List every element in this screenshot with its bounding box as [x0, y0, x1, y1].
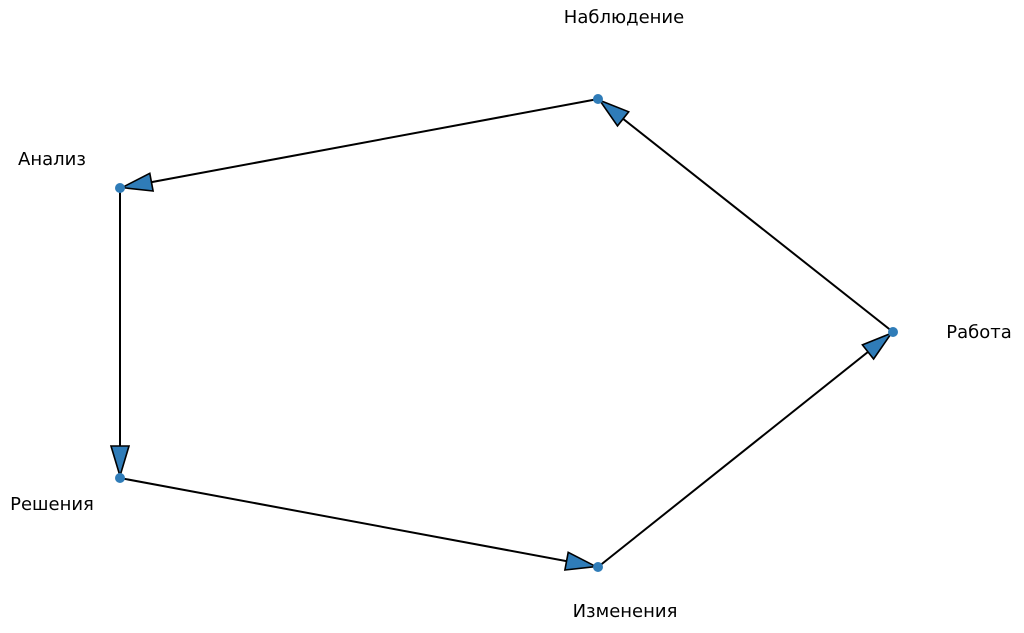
labels-layer: Наблюдение Анализ Решения Изменения Рабо… — [10, 7, 1012, 622]
node-label-work: Работа — [946, 322, 1012, 343]
node-analysis — [115, 183, 125, 193]
arrow-head-work-observation — [597, 98, 630, 128]
edge-work-observation — [597, 98, 894, 333]
arrow-head-decisions-changes — [563, 551, 599, 571]
node-label-changes: Изменения — [573, 601, 678, 622]
node-decisions — [115, 473, 125, 483]
node-changes — [593, 562, 603, 572]
node-label-analysis: Анализ — [18, 149, 86, 170]
edge-changes-work — [597, 331, 894, 568]
node-label-observation: Наблюдение — [564, 7, 684, 28]
node-work — [888, 327, 898, 337]
node-observation — [593, 94, 603, 104]
arrow-head-observation-analysis — [119, 172, 155, 192]
nodes-layer — [115, 94, 898, 572]
edge-decisions-changes — [119, 477, 599, 568]
arrow-head-changes-work — [861, 331, 894, 361]
node-label-decisions: Решения — [10, 494, 94, 515]
arrow-head-analysis-decisions — [109, 445, 131, 479]
edges-layer — [109, 98, 894, 571]
edge-observation-analysis — [119, 98, 599, 189]
